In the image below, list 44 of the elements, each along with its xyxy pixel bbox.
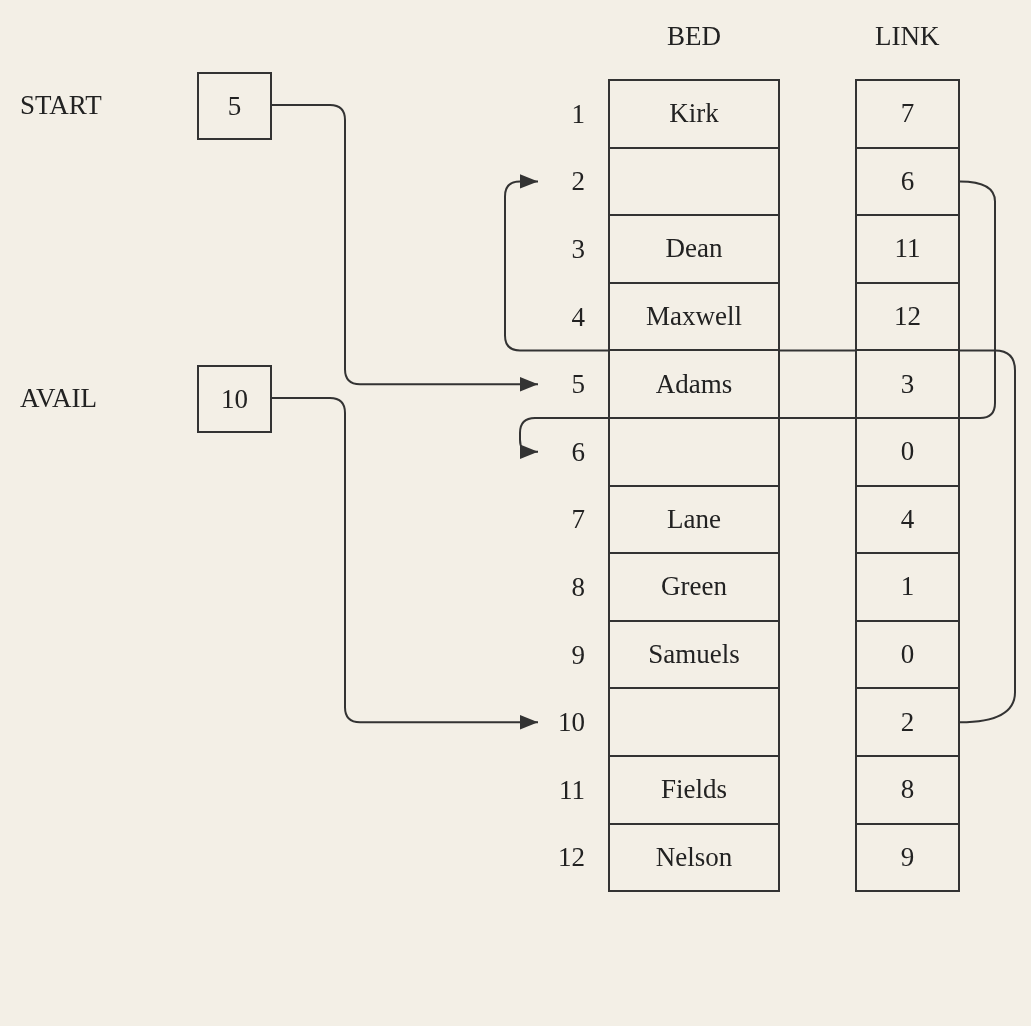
pointer-name: AVAIL [20, 382, 98, 414]
name-cell: Nelson [608, 822, 780, 893]
name-cell: Green [608, 552, 780, 622]
row-number: 1 [571, 97, 585, 130]
link-cell: 8 [855, 755, 960, 825]
row-number: 12 [558, 841, 585, 874]
name-cell: Dean [608, 214, 780, 284]
row-number: 8 [571, 571, 585, 603]
column-header: BED [667, 20, 721, 52]
name-cell: Lane [608, 484, 780, 555]
row-number: 4 [571, 300, 585, 333]
pointer-name: START [20, 89, 102, 121]
name-cell: Samuels [608, 619, 780, 690]
row-number: 6 [571, 435, 585, 468]
row-number: 10 [558, 706, 585, 739]
empty-cell [608, 417, 780, 487]
link-cell: 1 [855, 552, 960, 622]
name-cell: Maxwell [608, 281, 780, 352]
name-cell: Adams [608, 349, 780, 419]
row-number: 5 [571, 368, 585, 401]
row-number: 11 [559, 773, 585, 806]
row-number: 7 [571, 503, 585, 536]
empty-cell [608, 687, 780, 757]
link-cell: 2 [855, 687, 960, 757]
link-cell: 12 [855, 281, 960, 352]
link-cell: 4 [855, 484, 960, 555]
link-cell: 0 [855, 619, 960, 690]
row-number: 3 [571, 233, 585, 265]
link-cell: 3 [855, 349, 960, 419]
link-cell: 9 [855, 822, 960, 893]
arrow [271, 104, 539, 392]
column-header: LINK [875, 20, 940, 52]
row-number: 2 [571, 165, 585, 198]
row-number: 9 [571, 638, 585, 671]
name-cell: Kirk [608, 79, 780, 149]
pointer-box: 5 [197, 72, 272, 140]
name-cell: Fields [608, 755, 780, 825]
pointer-box: 10 [197, 365, 272, 433]
link-cell: 0 [855, 417, 960, 487]
empty-cell [608, 146, 780, 217]
link-cell: 6 [855, 146, 960, 217]
link-cell: 11 [855, 214, 960, 284]
link-cell: 7 [855, 79, 960, 149]
arrow [271, 397, 539, 730]
